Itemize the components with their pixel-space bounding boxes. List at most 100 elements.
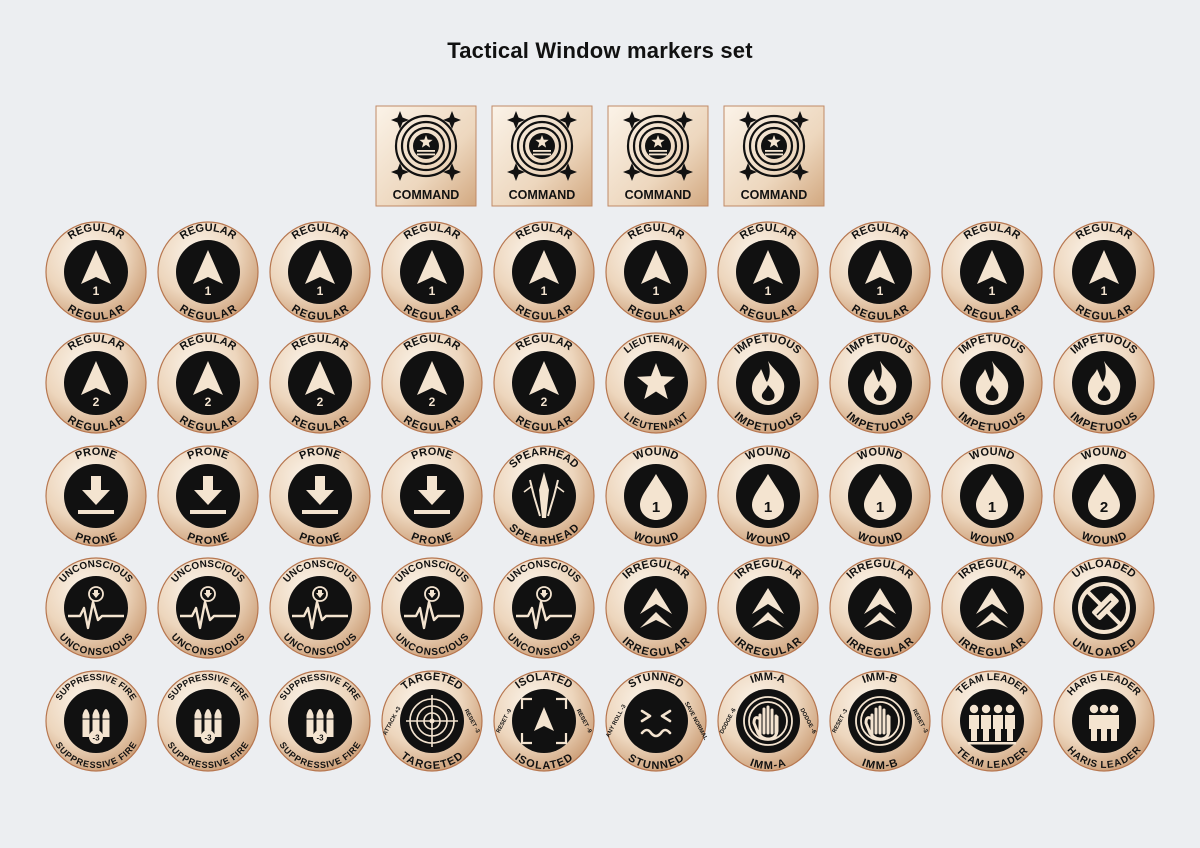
token-value: 1 [876,499,884,516]
arrow-icon: 1 [305,250,335,298]
token-label-top: IMM-A [749,671,787,686]
token-label-bottom: IMM-B [860,757,899,772]
stunned-icon [640,709,672,738]
token-label-top: IMM-B [861,671,899,686]
token-value: 1 [989,284,996,298]
bullets-icon: -3 [82,709,110,744]
drop-icon: 1 [640,474,672,520]
arrow-icon: 1 [193,250,223,298]
token-label-top: PRONE [410,446,455,462]
command-emblem-icon [623,111,693,181]
token-value: 1 [765,284,772,298]
token-value: 1 [652,499,660,516]
arrow-icon: 1 [865,250,895,298]
command-label: COMMAND [741,188,808,202]
command-emblem-icon [391,111,461,181]
token-value: 1 [988,499,996,516]
token-label-top: REGULAR [514,222,575,242]
command-label: COMMAND [509,188,576,202]
token-value: 1 [1101,284,1108,298]
chevron-icon [864,588,896,628]
command-card: COMMAND [723,105,825,207]
token-value: 2 [429,395,436,409]
token-value: 1 [205,284,212,298]
bullets-icon: -3 [194,709,222,744]
pulse-icon [404,586,460,630]
prone-icon [302,476,338,514]
token-label-top: REGULAR [626,222,687,242]
unloaded-icon [1078,582,1130,634]
bullets-icon: -3 [306,709,334,744]
command-emblem-icon [739,111,809,181]
arrow-icon: 1 [1089,250,1119,298]
target-icon [406,695,458,747]
spearhead-icon [523,472,565,518]
token-label-top: REGULAR [178,222,239,242]
pulse-icon [516,586,572,630]
token-value: 1 [429,284,436,298]
command-card: COMMAND [491,105,593,207]
token-value: -3 [204,734,212,743]
token-label-top: PRONE [74,446,119,462]
arrow-icon: 1 [641,250,671,298]
chevron-icon [976,588,1008,628]
token-value: 2 [541,395,548,409]
token-value: 1 [877,284,884,298]
token-value: 1 [317,284,324,298]
token-label-top: REGULAR [514,333,575,353]
token-label-top: REGULAR [1074,222,1135,242]
command-label: COMMAND [625,188,692,202]
token-value: 1 [764,499,772,516]
token-value: 2 [205,395,212,409]
haris-icon [1089,704,1119,741]
token-label-top: REGULAR [402,222,463,242]
token-label-top: REGULAR [178,333,239,353]
token-label-top: REGULAR [66,333,127,353]
command-card: COMMAND [607,105,709,207]
arrow-icon: 2 [81,361,111,409]
hand-icon [743,696,793,746]
flame-icon [863,361,897,405]
flame-icon [751,361,785,405]
prone-icon [190,476,226,514]
drop-icon: 1 [752,474,784,520]
arrow-icon: 1 [753,250,783,298]
token-label-top: PRONE [298,446,343,462]
command-label: COMMAND [393,188,460,202]
token-value: 1 [653,284,660,298]
chevron-icon [752,588,784,628]
